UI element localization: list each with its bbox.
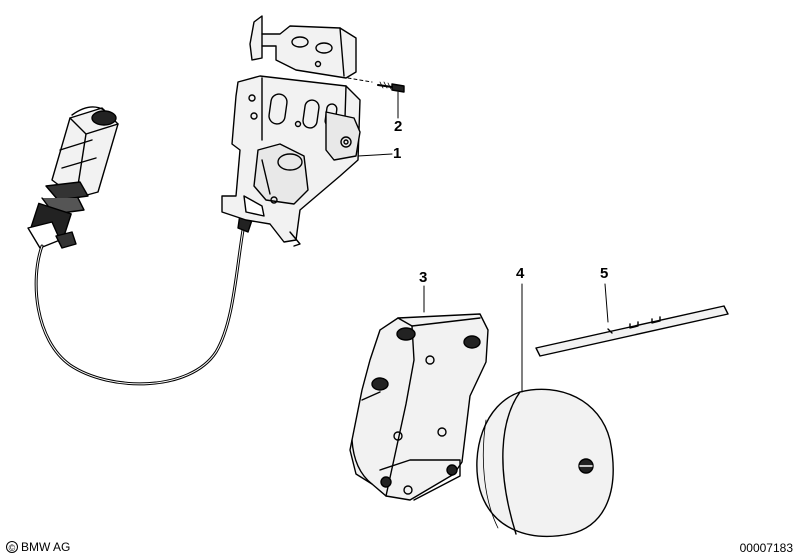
seat-motor bbox=[27, 106, 119, 249]
diagram-number: 00007183 bbox=[739, 541, 793, 555]
copyright-icon: © bbox=[6, 541, 18, 553]
callout-part-2: 2 bbox=[394, 118, 403, 135]
brand-name: BMW AG bbox=[21, 540, 71, 554]
leader-lines bbox=[347, 77, 609, 393]
round-cover bbox=[476, 388, 614, 537]
screw bbox=[377, 81, 405, 93]
callout-part-5: 5 bbox=[600, 265, 609, 282]
callout-part-1: 1 bbox=[393, 145, 402, 162]
copyright-notice: © BMW AG bbox=[6, 540, 70, 554]
felt-strip bbox=[535, 305, 729, 357]
callout-part-4: 4 bbox=[516, 265, 525, 282]
seat-adjuster-bracket bbox=[221, 15, 361, 247]
gearbox-cover bbox=[349, 313, 489, 501]
callout-part-3: 3 bbox=[419, 269, 428, 286]
